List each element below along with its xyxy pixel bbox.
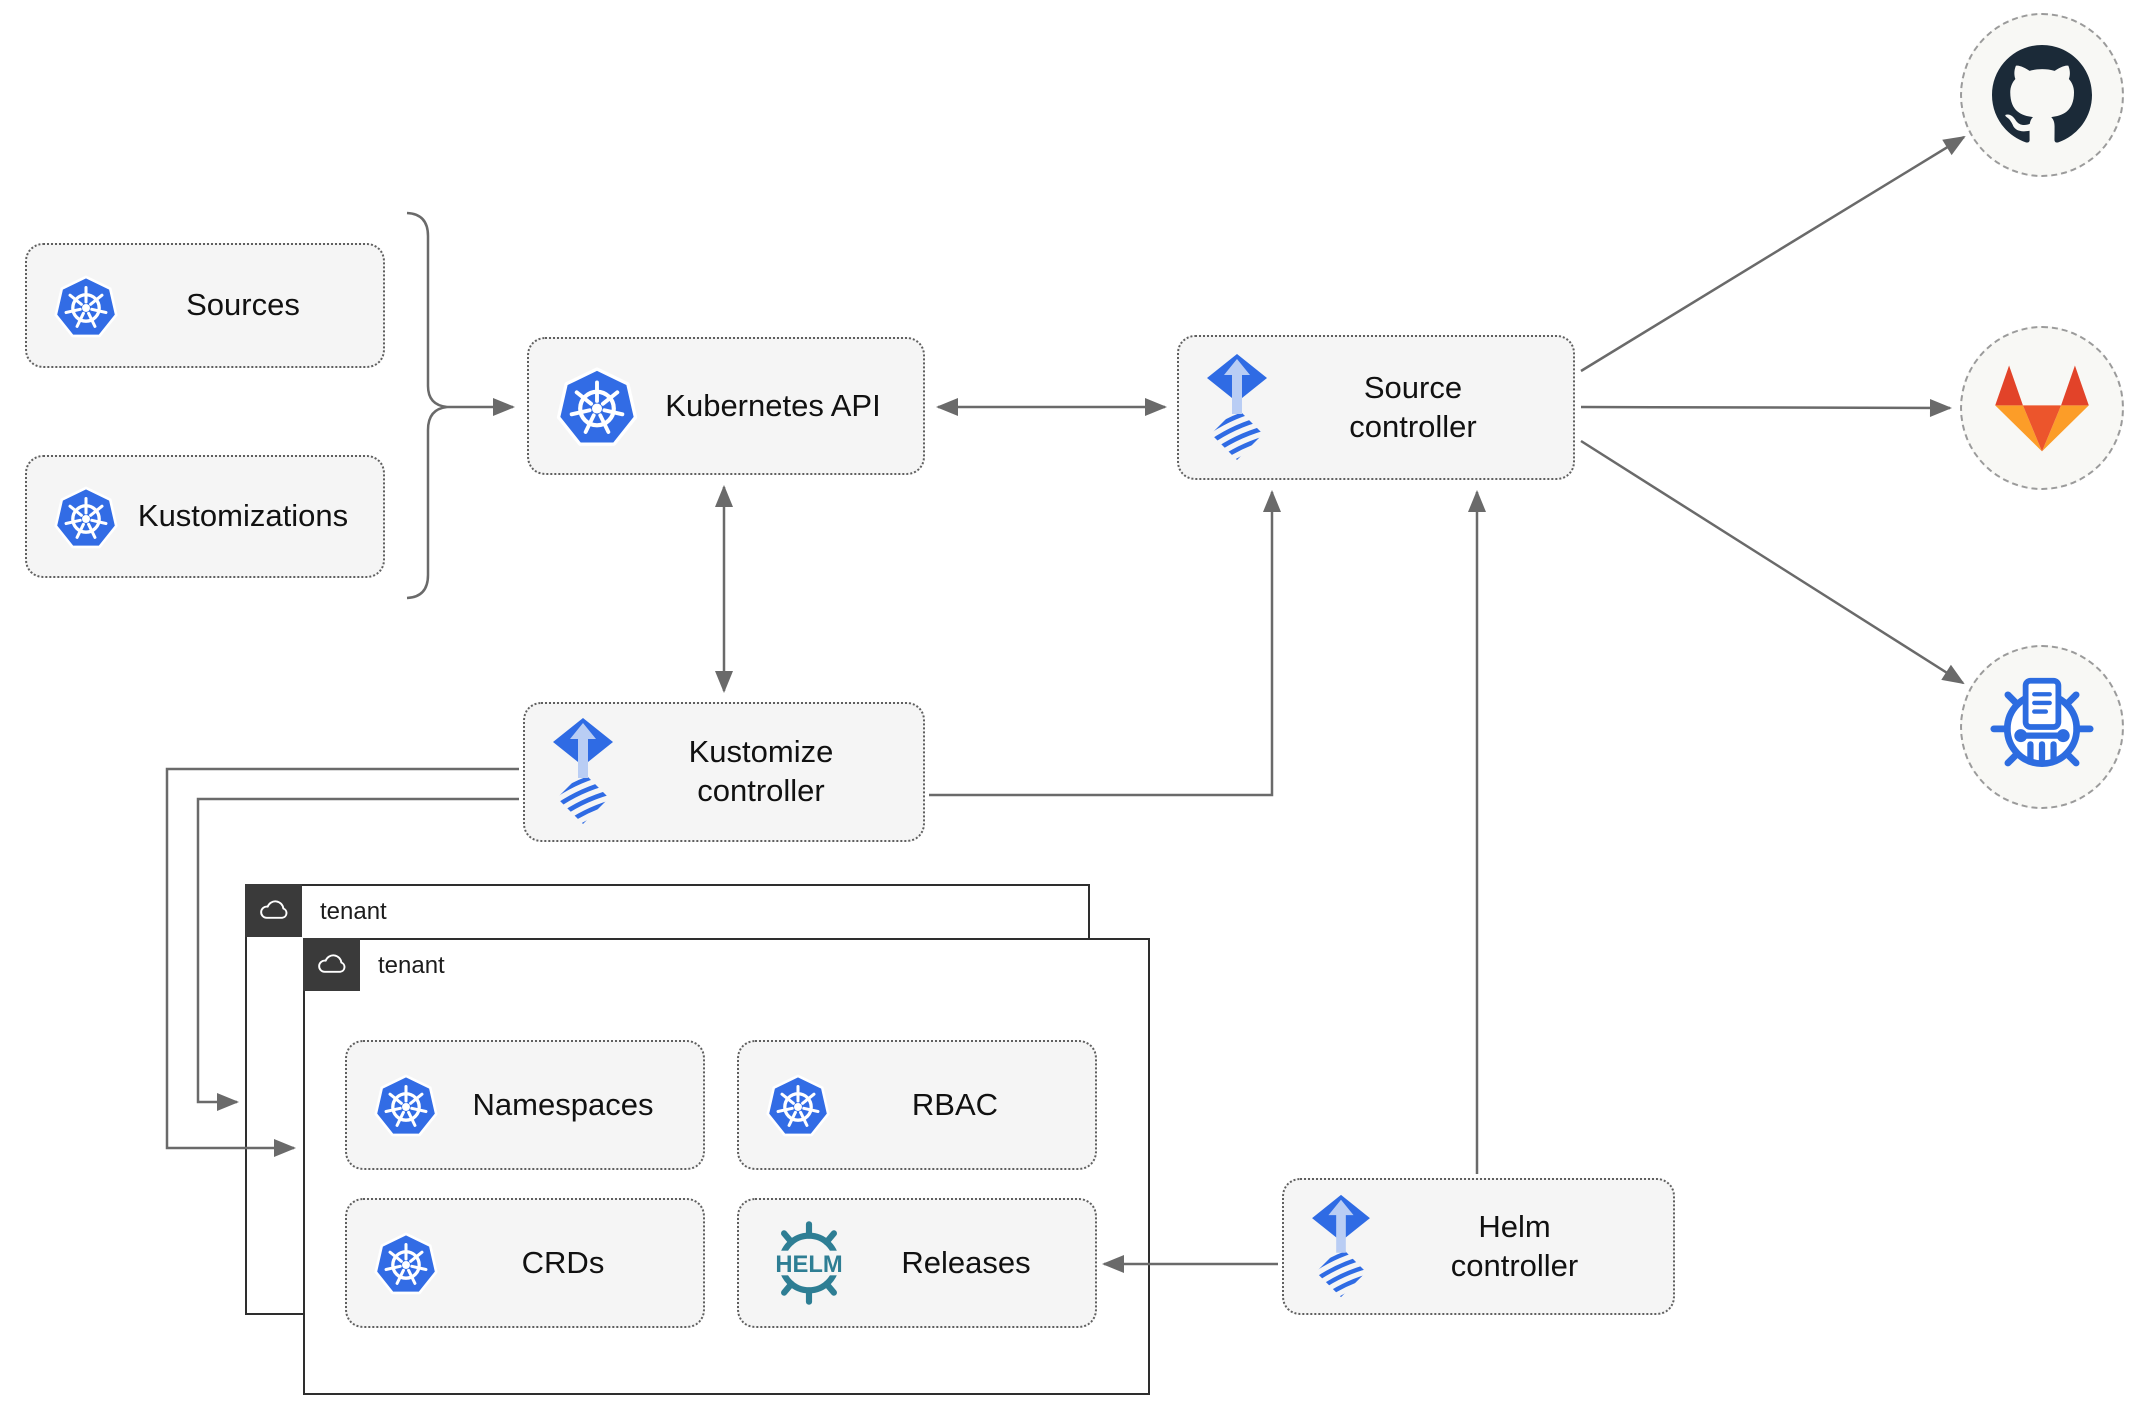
arrow-source-controller-to-github — [1580, 135, 1966, 373]
helm-controller-node: Helm controller — [1282, 1178, 1675, 1315]
tenant-back-tab — [245, 884, 302, 937]
arrow-kustomize-to-source-controller — [929, 490, 1281, 797]
github-icon — [1992, 45, 2092, 145]
gitlab-endpoint — [1960, 326, 2124, 490]
arrow-kustomize-to-back-tenant — [196, 797, 519, 1111]
source-controller-label: Source controller — [1349, 369, 1477, 444]
chart-repository-icon — [1989, 671, 2095, 783]
kubernetes-icon — [53, 273, 119, 339]
releases-node: HELM Releases — [737, 1198, 1097, 1328]
arrow-kustomize-to-front-tenant — [165, 767, 519, 1157]
kustomizations-node: Kustomizations — [25, 455, 385, 578]
kustomize-controller-label: Kustomize controller — [688, 734, 834, 808]
kubernetes-icon — [765, 1072, 831, 1138]
source-controller-node: Source controller — [1177, 335, 1575, 480]
rbac-label: RBAC — [911, 1086, 999, 1122]
bracket-sources-kustomizations — [406, 211, 448, 600]
flux-icon — [1205, 352, 1269, 464]
namespaces-node: Namespaces — [345, 1040, 705, 1170]
crds-label: CRDs — [521, 1244, 605, 1280]
kubernetes-api-node: Kubernetes API — [527, 337, 925, 475]
sources-node: Sources — [25, 243, 385, 368]
tenant-back-label: tenant — [320, 898, 387, 925]
tenant-front-label: tenant — [378, 952, 445, 979]
cloud-icon — [255, 897, 293, 924]
helm-logo-icon: HELM — [765, 1219, 853, 1307]
kubernetes-icon — [373, 1072, 439, 1138]
kubernetes-icon — [555, 364, 639, 448]
arrow-source-controller-to-gitlab — [1580, 398, 1952, 417]
helm-logo-text: HELM — [775, 1251, 842, 1278]
sources-label: Sources — [186, 287, 300, 323]
chart-repository-endpoint — [1960, 645, 2124, 809]
kubernetes-icon — [373, 1230, 439, 1296]
cloud-icon — [313, 951, 351, 978]
kustomizations-label: Kustomizations — [137, 498, 349, 534]
crds-node: CRDs — [345, 1198, 705, 1328]
arrow-source-controller-to-chart-repository — [1580, 439, 1965, 685]
github-endpoint — [1960, 13, 2124, 177]
kustomize-controller-node: Kustomize controller — [523, 702, 925, 842]
flux-icon — [1310, 1193, 1372, 1301]
kubernetes-icon — [53, 484, 119, 550]
rbac-node: RBAC — [737, 1040, 1097, 1170]
gitlab-icon — [1990, 360, 2094, 456]
releases-label: Releases — [901, 1244, 1031, 1280]
flux-icon — [551, 716, 615, 828]
kubernetes-api-label: Kubernetes API — [665, 387, 881, 423]
helm-controller-label: Helm controller — [1450, 1208, 1579, 1283]
namespaces-label: Namespaces — [472, 1086, 654, 1122]
tenant-front-tab — [303, 938, 360, 991]
